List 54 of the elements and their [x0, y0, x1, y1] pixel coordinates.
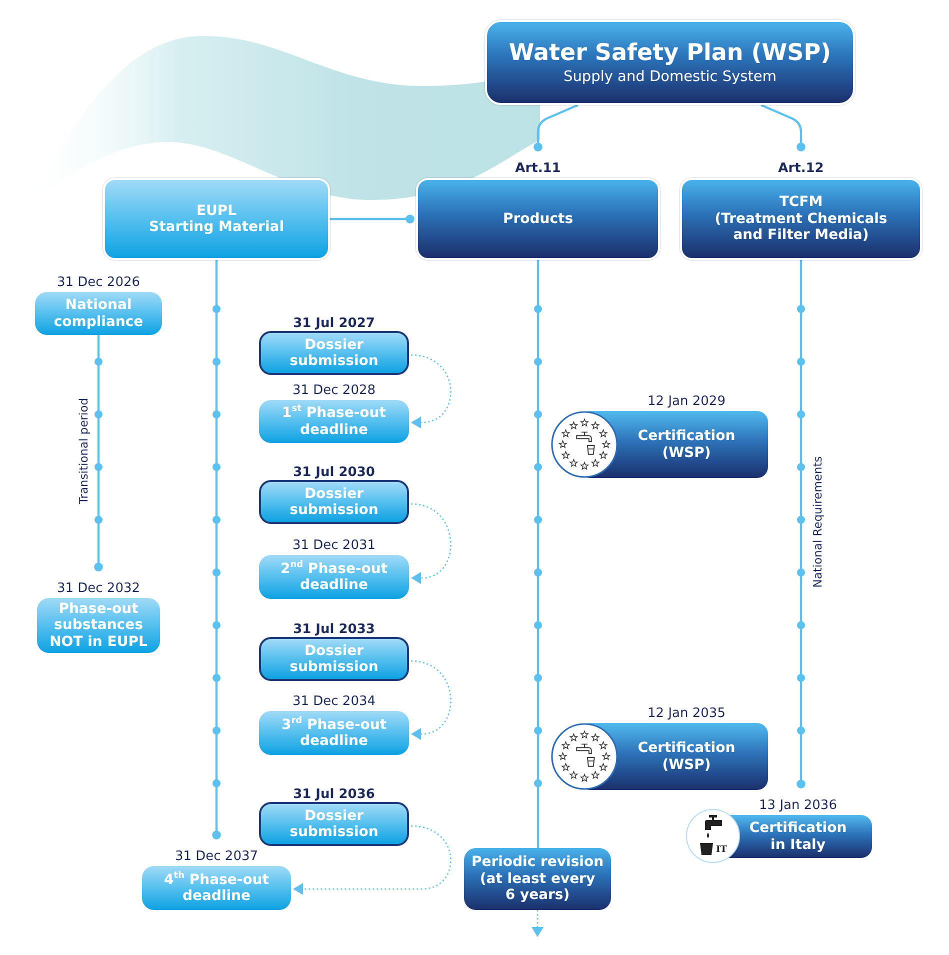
box-label: 4$^{th}$ Phase-out deadline — [163, 872, 270, 904]
date-label: 31 Dec 2034 — [291, 694, 377, 709]
box-label: Starting Material — [149, 219, 284, 236]
country-code: IT — [716, 845, 727, 855]
box-label: Dossier submission — [288, 642, 380, 676]
date-label: 13 Jan 2036 — [758, 798, 838, 813]
date-label: 31 Dec 2032 — [56, 581, 142, 596]
timeline-line — [796, 260, 806, 788]
connector-line — [330, 214, 414, 224]
timeline-line — [212, 260, 221, 840]
date-label: 31 Dec 2031 — [291, 538, 377, 553]
timeline-line — [536, 260, 540, 848]
connector-line — [760, 104, 806, 152]
box-heading: Water Safety Plan (WSP) — [508, 38, 832, 68]
category-box — [103, 178, 330, 260]
date-label: 31 Jul 2027 — [292, 316, 376, 331]
box-subheading: Supply and Domestic System — [564, 68, 776, 86]
date-label: 31 Dec 2037 — [174, 849, 260, 864]
box-label: 2$^{nd}$ Phase-out deadline — [279, 560, 389, 594]
date-label: 31 Dec 2026 — [56, 275, 142, 290]
box-label: TCFM — [779, 194, 823, 211]
box-label: Certification (WSP) — [636, 428, 736, 461]
date-label: 31 Jul 2030 — [292, 465, 376, 480]
edge-label: National Requirements — [812, 454, 824, 590]
box-label: Dossier submission — [288, 486, 380, 518]
box-label: 3$^{rd}$ Phase-out deadline — [280, 716, 388, 750]
dotted-arrow — [410, 503, 452, 584]
box-label: (at least every 6 years) — [478, 870, 596, 904]
dotted-arrow — [410, 354, 452, 428]
date-label: 31 Jul 2036 — [292, 787, 376, 802]
article-label: Art.12 — [777, 161, 825, 176]
box-label: 1$^{st}$ Phase-out deadline — [281, 405, 387, 438]
timeline-line — [94, 335, 103, 572]
box-label: EUPL — [196, 202, 237, 219]
article-label: Art.11 — [514, 161, 562, 176]
title-box — [485, 20, 855, 105]
arrow — [532, 910, 544, 937]
date-label: 12 Jan 2035 — [646, 706, 726, 721]
box-label: National compliance — [52, 297, 144, 330]
box-label: Dossier submission — [288, 336, 380, 370]
box-label: Certification (WSP) — [636, 740, 736, 773]
box-label: Certification in Italy — [748, 820, 848, 853]
box-label: Periodic revision — [471, 854, 604, 871]
connector-line — [534, 104, 578, 152]
box-label: (Treatment Chemicals and Filter Media) — [714, 210, 888, 244]
box-label: Dossier submission — [288, 808, 380, 840]
date-label: 31 Jul 2033 — [292, 622, 376, 637]
dotted-arrow — [293, 825, 452, 895]
date-label: 12 Jan 2029 — [646, 394, 726, 409]
dotted-arrow — [410, 660, 452, 740]
date-label: 31 Dec 2028 — [291, 383, 377, 398]
box-label: Phase-out substances NOT in EUPL — [48, 600, 148, 650]
box-label: Products — [502, 210, 574, 228]
milestone-box — [464, 848, 611, 910]
